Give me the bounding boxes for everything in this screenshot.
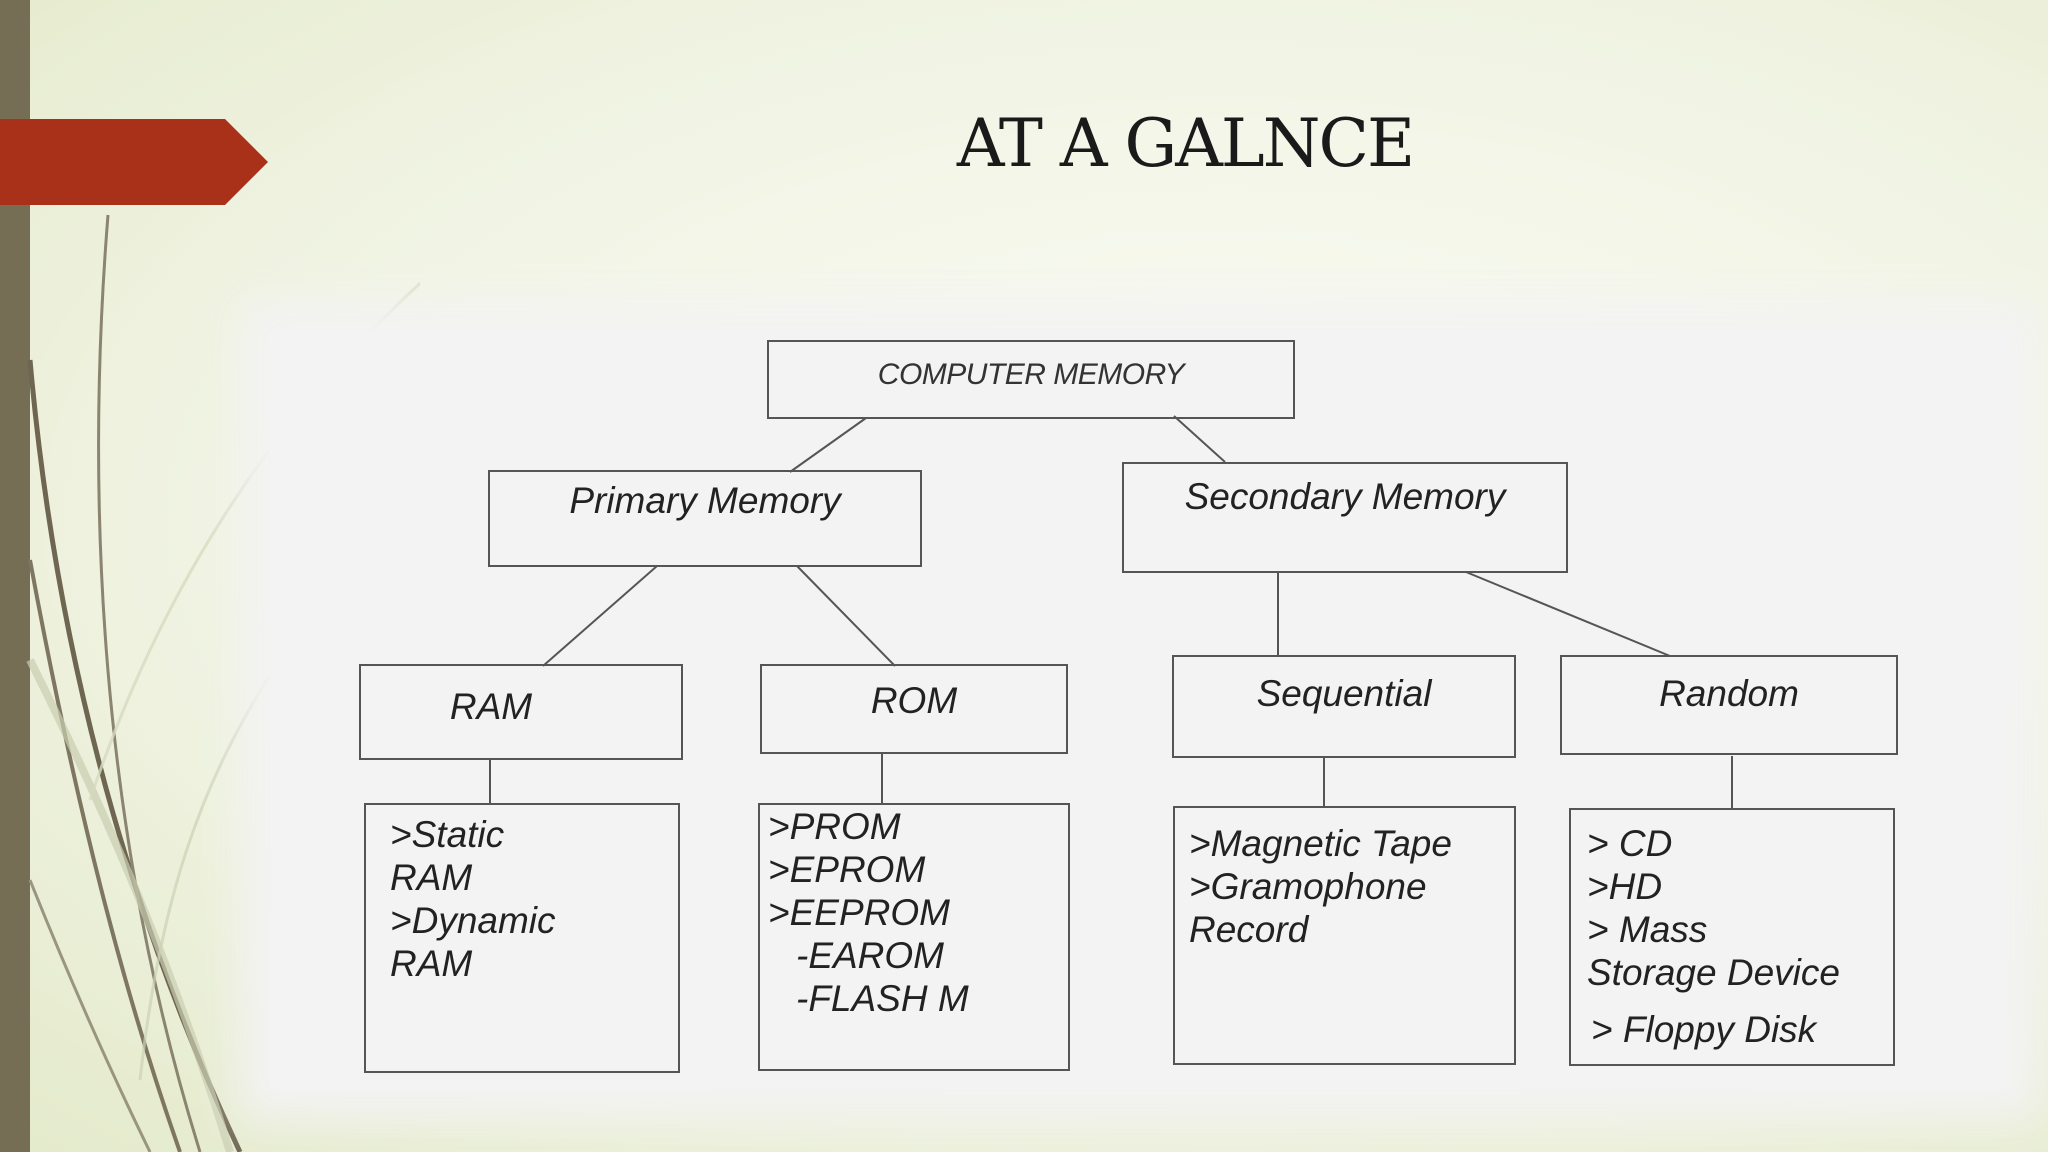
secondary-memory-label: Secondary Memory	[1184, 476, 1506, 517]
list-item: > Floppy Disk	[1591, 1009, 1817, 1050]
ram-types-box: >Static RAM >Dynamic RAM	[364, 803, 680, 1073]
sequential-label: Sequential	[1256, 673, 1432, 714]
list-item: Record	[1189, 909, 1309, 950]
rom-box: ROM	[760, 664, 1068, 754]
computer-memory-box: COMPUTER MEMORY	[767, 340, 1295, 419]
list-item: >HD	[1587, 866, 1663, 907]
list-item: > CD	[1587, 823, 1673, 864]
diagram-panel	[270, 330, 2010, 1090]
sequential-box: Sequential	[1172, 655, 1516, 758]
list-item: >EPROM	[768, 849, 926, 890]
list-item: -EAROM	[796, 935, 944, 976]
list-item: -FLASH M	[796, 978, 969, 1019]
random-box: Random	[1560, 655, 1898, 755]
list-item: >Magnetic Tape	[1189, 823, 1452, 864]
rom-types-box: >PROM >EPROM >EEPROM -EAROM -FLASH M	[758, 803, 1070, 1071]
secondary-memory-box: Secondary Memory	[1122, 462, 1568, 573]
list-item: >PROM	[768, 806, 901, 847]
list-item: >EEPROM	[768, 892, 950, 933]
list-item: > Mass	[1587, 909, 1708, 950]
random-label: Random	[1659, 673, 1799, 714]
list-item: Storage Device	[1587, 952, 1840, 993]
ram-label: RAM	[449, 686, 533, 727]
decorative-swoosh	[26, 214, 420, 1152]
list-item: >Gramophone	[1189, 866, 1427, 907]
slide-title: AT A GALNCE	[956, 105, 1415, 182]
random-types-box: > CD >HD > Mass Storage Device > Floppy …	[1569, 808, 1895, 1066]
list-item: >Dynamic	[390, 900, 556, 941]
title-pointer-arrow	[0, 119, 268, 205]
list-item: RAM	[390, 857, 473, 898]
computer-memory-label: COMPUTER MEMORY	[877, 358, 1185, 391]
sequential-types-box: >Magnetic Tape >Gramophone Record	[1173, 806, 1516, 1065]
primary-memory-label: Primary Memory	[569, 480, 841, 521]
rom-label: ROM	[870, 680, 958, 721]
list-item: >Static	[390, 814, 505, 855]
primary-memory-box: Primary Memory	[488, 470, 922, 567]
list-item: RAM	[390, 943, 473, 984]
ram-box: RAM	[359, 664, 683, 760]
